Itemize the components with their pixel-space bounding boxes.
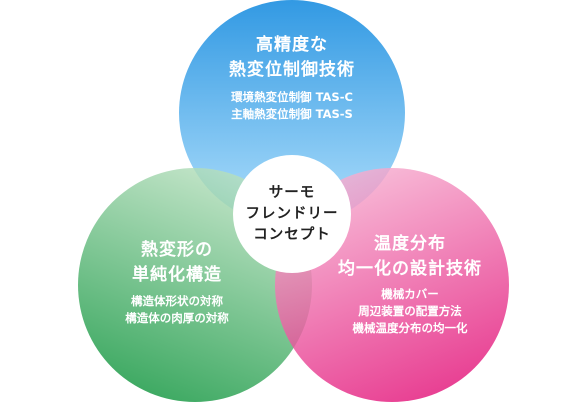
top-item-2: 主軸熱変位制御 TAS-S — [231, 107, 353, 121]
left-title-line2: 単純化構造 — [132, 265, 222, 285]
left-item-1: 構造体形状の対称 — [131, 294, 223, 308]
right-title-line1: 温度分布 — [374, 234, 446, 254]
top-title-line1: 高精度な — [256, 35, 328, 55]
center-line2: フレンドリー — [245, 206, 339, 222]
center-line1: サーモ — [268, 185, 316, 201]
center-line3: コンセプト — [253, 227, 331, 243]
right-item-2: 周辺装置の配置方法 — [358, 304, 462, 318]
right-item-3: 機械温度分布の均一化 — [352, 321, 468, 335]
top-title-line2: 熱変位制御技術 — [229, 60, 355, 80]
circle-top — [179, 0, 405, 226]
top-item-1: 環境熱変位制御 TAS-C — [231, 90, 353, 104]
right-item-1: 機械カバー — [381, 287, 439, 301]
left-item-2: 構造体の肉厚の対称 — [125, 311, 229, 325]
right-title-line2: 均一化の設計技術 — [338, 259, 482, 279]
left-title-line1: 熱変形の — [141, 240, 213, 260]
center-badge — [233, 155, 351, 273]
